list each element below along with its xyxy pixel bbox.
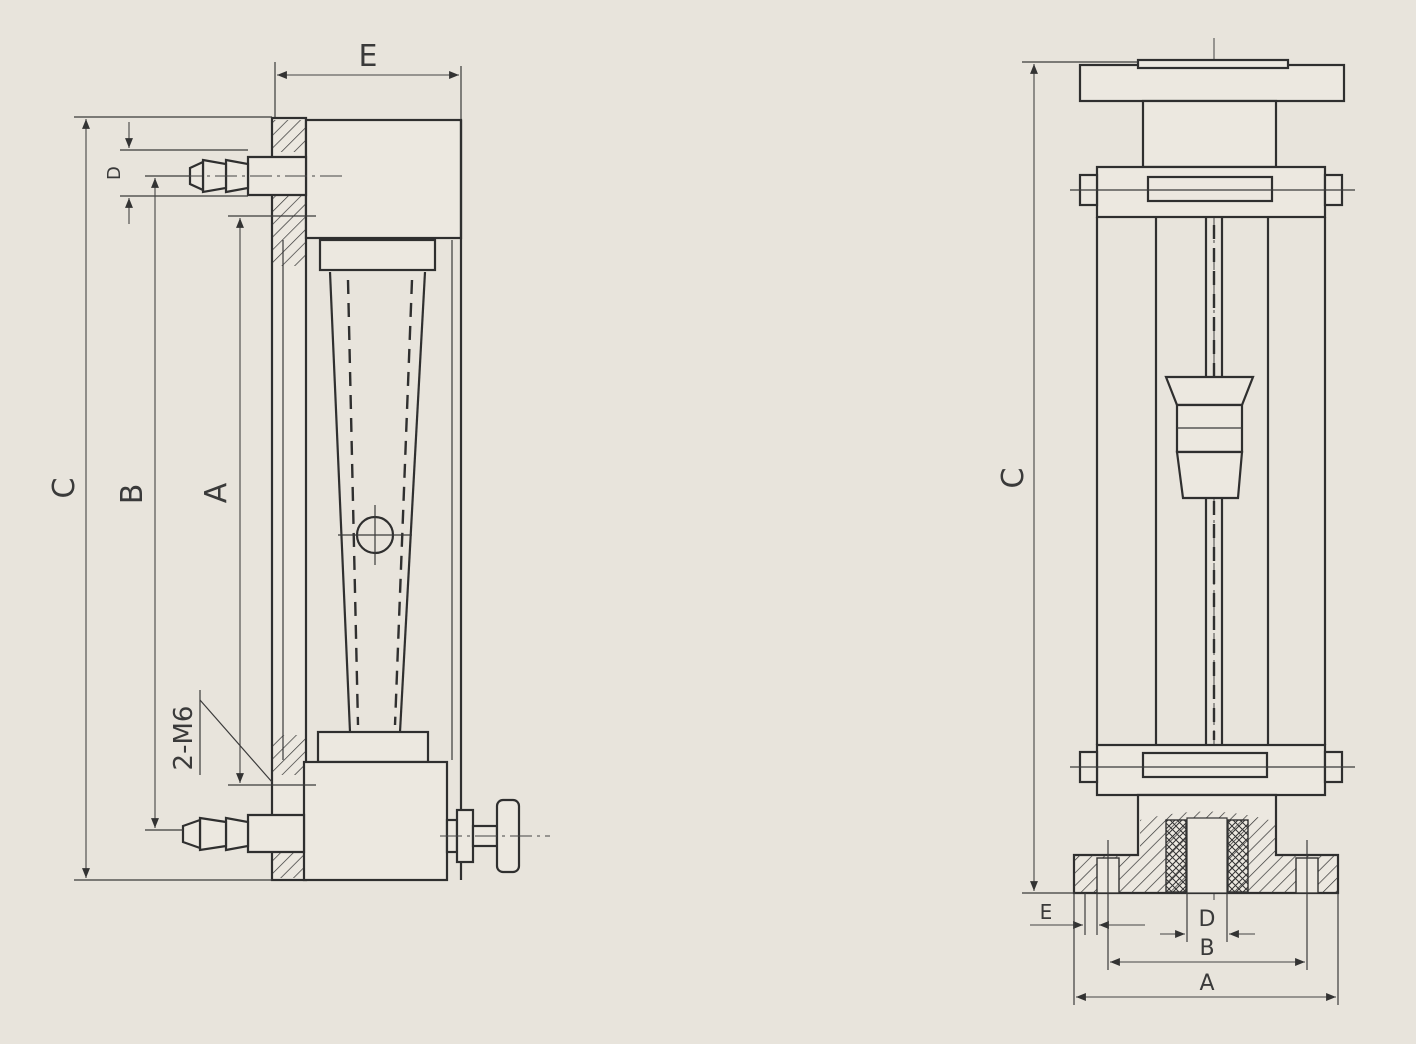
label-a-left: A	[199, 482, 234, 503]
label-b-right: B	[1199, 936, 1214, 961]
label-b-left: B	[115, 484, 150, 505]
top-nut	[318, 238, 437, 272]
label-c-left: C	[47, 478, 82, 499]
label-e-left: E	[359, 39, 378, 74]
dimension-e-left: E	[274, 39, 462, 120]
top-neck	[1141, 99, 1278, 169]
label-d-left: D	[104, 166, 125, 180]
float	[1164, 375, 1255, 500]
dimension-a-left: A	[199, 215, 316, 786]
dimension-d-left: D	[104, 122, 248, 224]
label-c-right: C	[996, 468, 1031, 489]
top-hose-barb	[180, 155, 345, 197]
label-e-right: E	[1040, 900, 1053, 924]
bottom-flange-section	[1072, 793, 1340, 905]
dimension-b-left: B	[115, 175, 190, 831]
right-view: C E D B A	[996, 38, 1355, 1005]
top-flange	[1078, 63, 1346, 103]
dimension-c-right: C	[996, 61, 1138, 894]
top-block	[304, 118, 463, 240]
dimension-c-left: C	[47, 116, 272, 881]
thread-callout: 2-M6	[169, 690, 273, 783]
label-d-right: D	[1199, 907, 1216, 932]
dimension-a-right: A	[1073, 893, 1339, 1005]
left-view: E	[47, 39, 550, 882]
bottom-block	[302, 760, 449, 882]
valve-knob	[440, 798, 550, 874]
float-ball	[338, 505, 412, 565]
bottom-nut	[316, 730, 430, 764]
label-thread: 2-M6	[169, 706, 199, 771]
label-a-right: A	[1199, 971, 1214, 996]
tapered-tube	[328, 271, 427, 733]
dimension-d-right: D	[1160, 893, 1255, 942]
bottom-hose-barb	[181, 813, 306, 854]
dimension-b-right: B	[1107, 905, 1308, 970]
